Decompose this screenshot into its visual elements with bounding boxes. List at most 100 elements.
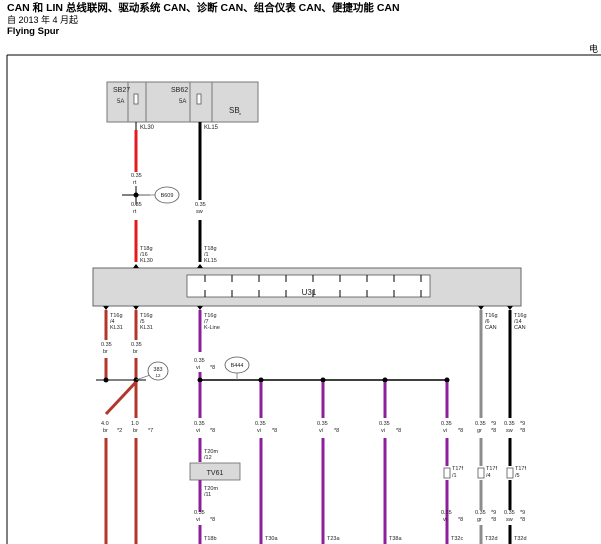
conn-red-id: T18g [140, 246, 153, 252]
vi-lower-4-color: vi [443, 428, 447, 434]
kl15-top-label: KL15 [204, 125, 219, 131]
br2-size: 0.35 [131, 342, 142, 348]
conn-kline-id: T16g [204, 313, 217, 319]
fuse-box-dot: * [239, 113, 241, 119]
brown-diagonal-wire [104, 380, 138, 416]
t17f-2-id: T17f [486, 466, 497, 472]
u31-inner-box [186, 274, 431, 298]
sw-color-label: sw [196, 209, 203, 215]
vi-after-tv-size: 0.35 [194, 510, 205, 516]
sw-lower-note1: *9 [520, 421, 525, 427]
sw-after-note2: *8 [520, 517, 525, 523]
sw-after-size: 0.35 [504, 510, 515, 516]
gr-after-size: 0.35 [475, 510, 486, 516]
t20m-top-id: T20m [204, 449, 218, 455]
bottom-label-t23a: T23a [327, 536, 340, 542]
sw-size-label: 0.35 [195, 202, 206, 208]
sw-lower-note2: *8 [520, 428, 525, 434]
sw-after-color: sw [506, 517, 513, 523]
t20m-bot-id: T20m [204, 486, 218, 492]
gr-after-note2: *8 [491, 517, 496, 523]
vi-after-t17f-size: 0.35 [441, 510, 452, 516]
t17f-2-pin: /4 [486, 473, 491, 479]
bottom-label-t30a: T30a [265, 536, 278, 542]
conn-kline-sig: K-Line [204, 325, 220, 331]
page-header: CAN 和 LIN 总线联网、驱动系统 CAN、诊断 CAN、组合仪表 CAN、… [7, 2, 400, 37]
gr-lower-size: 0.35 [475, 421, 486, 427]
vi-lower-0-note: *8 [210, 428, 215, 434]
fuse2-amp: 5A [179, 99, 186, 105]
conn-can-black-sig: CAN [514, 325, 526, 331]
sw-after-note1: *9 [520, 510, 525, 516]
conn-red-pin: /16 [140, 252, 148, 258]
violet-lower-labels: 0.35 vi *8 0.35 vi *8 0.35 vi *8 0.35 vi… [194, 421, 463, 434]
conn-kl31a-pin: /4 [110, 319, 115, 325]
fuse-box: SB27 5A SB62 5A SB * [106, 81, 259, 123]
sw-lower-size: 0.35 [504, 421, 515, 427]
conn-kl31b-id: T16g [140, 313, 153, 319]
br-lower1-size: 4.0 [101, 421, 109, 427]
b609-label: B609 [161, 193, 174, 199]
conn-can-grey-pin: /6 [485, 319, 490, 325]
vi-after-tv-note: *8 [210, 517, 215, 523]
br-lower2-color: br [133, 428, 138, 434]
vi1-color: vi [196, 365, 200, 371]
t17f-1-pin: /1 [452, 473, 457, 479]
vi-after-tv-color: vi [196, 517, 200, 523]
vi-lower-3-note: *8 [396, 428, 401, 434]
br-lower2-note: *7 [148, 428, 153, 434]
tv61-block [189, 462, 241, 481]
model-label: Flying Spur [7, 26, 60, 37]
br2-color: br [133, 349, 138, 355]
vi-lower-2-size: 0.35 [317, 421, 328, 427]
tv61-label: TV61 [207, 470, 224, 477]
conn-kline-pin: /7 [204, 319, 209, 325]
gr-lower-color: gr [477, 428, 482, 434]
connector-383 [147, 361, 169, 381]
connector-383-sub: 12 [155, 373, 161, 378]
br-lower1-color: br [103, 428, 108, 434]
connector-383-label: 383 [153, 367, 162, 373]
t17f-3-id: T17f [515, 466, 526, 472]
page-title: CAN 和 LIN 总线联网、驱动系统 CAN、诊断 CAN、组合仪表 CAN、… [7, 2, 400, 14]
bottom-label-t38a: T38a [389, 536, 402, 542]
conn-can-grey-sig: CAN [485, 325, 497, 331]
rt-color-label-2: rt [133, 209, 137, 215]
date-label: 自 2013 年 4 月起 [7, 15, 79, 25]
br-lower2-size: 1.0 [131, 421, 139, 427]
bottom-connector-labels: T18b T30a T23a T38a T32c T32d T32d [204, 536, 527, 542]
ground-junction-dot-a [103, 377, 109, 383]
conn-black-id: T18g [204, 246, 217, 252]
gr-lower-note1: *9 [491, 421, 496, 427]
rt-size-label: 0.35 [131, 173, 142, 179]
b444-label: B444 [231, 363, 244, 369]
kl30-top-label: KL30 [140, 125, 155, 131]
gr-lower-note2: *8 [491, 428, 496, 434]
t17f-3-pin: /5 [515, 473, 520, 479]
fuse1-amp: 5A [117, 99, 124, 105]
br-lower1-note: *2 [117, 428, 122, 434]
conn-can-black-pin: /14 [514, 319, 522, 325]
bottom-label-t32d-2: T32d [514, 536, 527, 542]
conn-kl31a-sig: KL31 [110, 325, 123, 331]
vi-after-t17f-note: *8 [458, 517, 463, 523]
vi-lower-3-color: vi [381, 428, 385, 434]
conn-kl31a-id: T16g [110, 313, 123, 319]
t17f-connectors: T17f /1 T17f /4 T17f /5 [443, 466, 526, 479]
u31-bottom-connectors: T16g /4 KL31 T16g /5 KL31 T16g /7 K-Line… [110, 313, 527, 331]
bottom-label-t32d-1: T32d [485, 536, 498, 542]
corner-label: 电 [588, 44, 598, 54]
b609-junction-dot [133, 192, 139, 198]
br1-size: 0.35 [101, 342, 112, 348]
t17f-1-id: T17f [452, 466, 463, 472]
br1-color: br [103, 349, 108, 355]
fuse-box-label: SB [229, 106, 240, 115]
conn-red-sig: KL30 [140, 258, 153, 264]
vi-after-t17f-color: vi [443, 517, 447, 523]
vi-lower-4-note: *8 [458, 428, 463, 434]
fuse1-symbol [133, 93, 139, 105]
vi-lower-3-size: 0.35 [379, 421, 390, 427]
u31-label: U31 [302, 288, 317, 297]
rt-color-label: rt [133, 180, 137, 186]
conn-kl31b-sig: KL31 [140, 325, 153, 331]
